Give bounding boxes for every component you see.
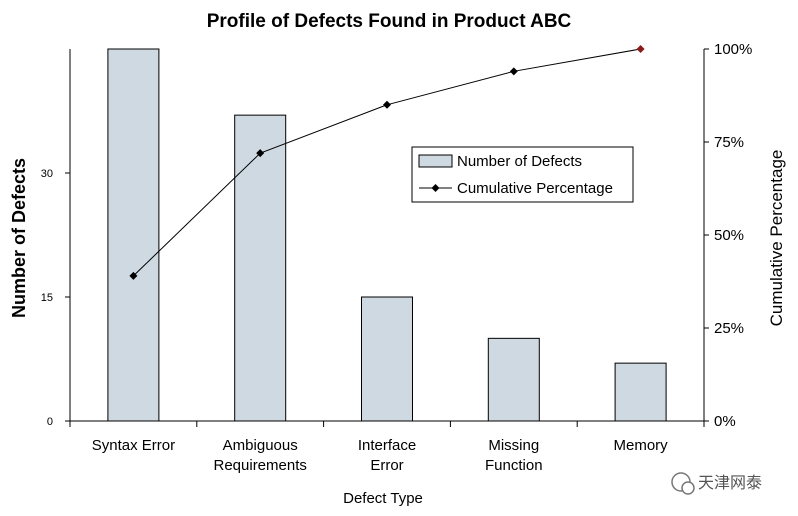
- y2-axis-title: Cumulative Percentage: [767, 150, 786, 327]
- line-point: [383, 100, 391, 109]
- y-tick-label: 0: [47, 416, 53, 428]
- line-point: [256, 149, 265, 158]
- x-tick-label: Memory: [614, 437, 669, 454]
- watermark-text: 天津网泰: [698, 473, 762, 492]
- wechat-icon-inner: [681, 481, 695, 495]
- y2-tick-label: 50%: [714, 227, 744, 244]
- legend-marker-diamond: [431, 184, 440, 192]
- bar: [487, 337, 540, 422]
- watermark: 天津网泰: [671, 472, 762, 495]
- x-tick-label: Syntax Error: [92, 437, 175, 454]
- x-axis-title: Defect Type: [343, 490, 423, 507]
- y-tick-label: 15: [41, 292, 53, 304]
- line-point: [129, 271, 138, 280]
- bar: [614, 362, 667, 422]
- y2-tick-label: 75%: [714, 134, 744, 151]
- legend-label-bars: Number of Defects: [457, 153, 582, 170]
- legend-swatch-bars: [418, 154, 453, 168]
- legend: Number of Defects Cumulative Percentage: [411, 146, 634, 203]
- y2-tick-label: 0%: [714, 413, 736, 430]
- y2-tick-label: 100%: [714, 41, 752, 58]
- bar: [361, 296, 413, 422]
- line-point: [636, 45, 645, 53]
- line-point: [509, 67, 518, 76]
- y-axis-title: Number of Defects: [9, 158, 29, 318]
- bar: [234, 114, 287, 422]
- legend-label-line: Cumulative Percentage: [457, 180, 613, 197]
- bar: [107, 48, 160, 422]
- chart-title: Profile of Defects Found in Product ABC: [207, 11, 572, 32]
- y2-tick-label: 25%: [714, 320, 744, 337]
- y-tick-label: 30: [41, 168, 53, 180]
